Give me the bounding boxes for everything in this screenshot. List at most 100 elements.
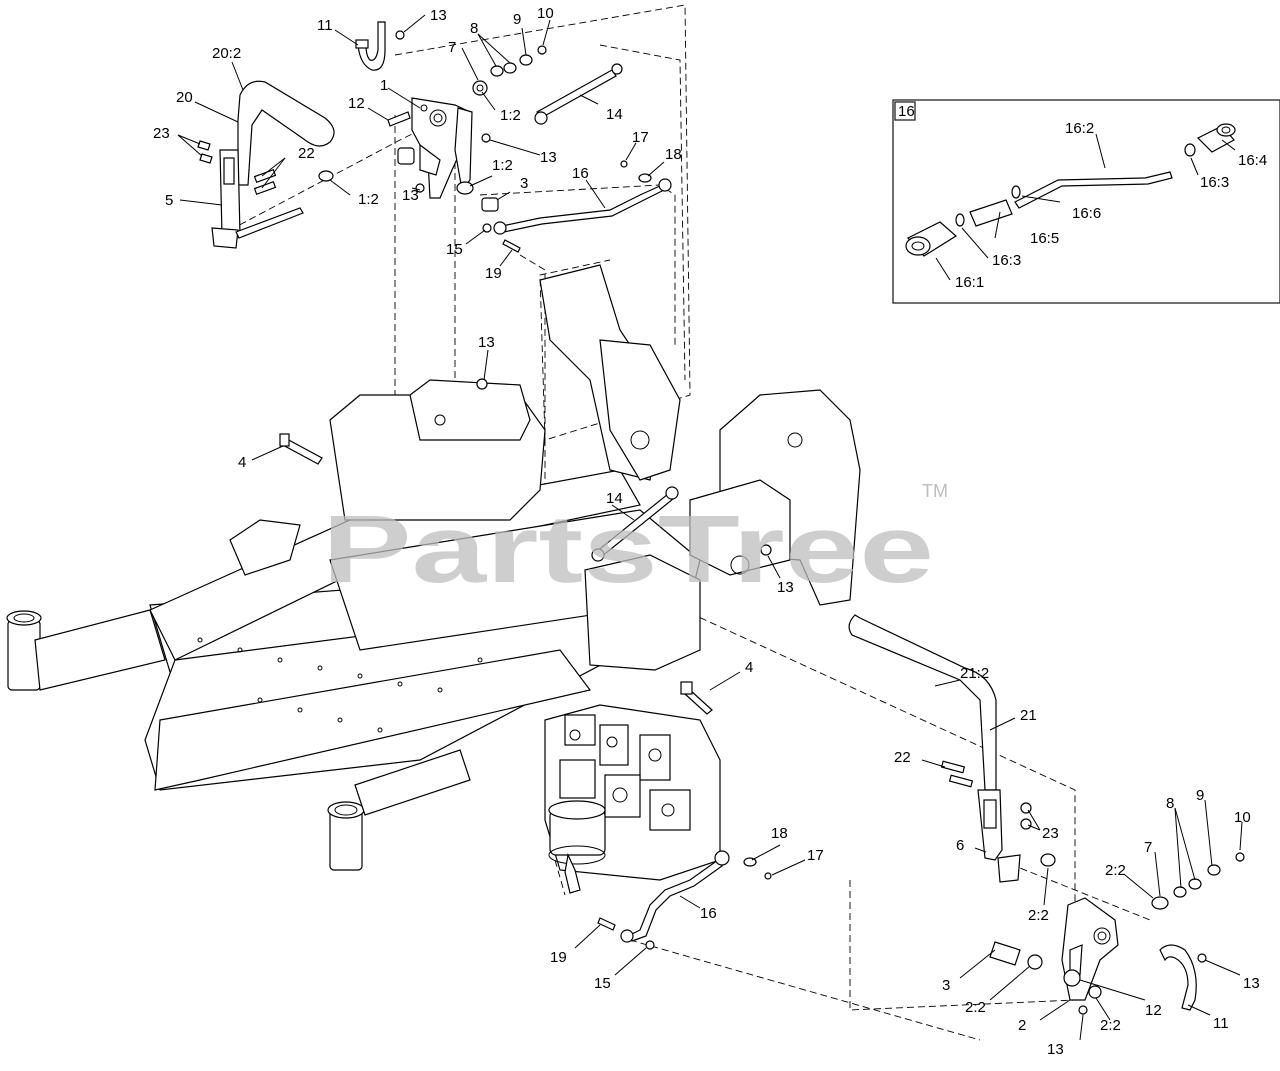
nut-10-left: [537, 45, 547, 55]
callout-18-right: 18: [771, 825, 788, 842]
inset-rod-assembly: 16 16:2 16:4 16:3 16:6 16:5: [892, 99, 1280, 304]
callout-12-left: 12: [348, 95, 365, 112]
nut-17-left: [620, 160, 628, 168]
callout-5: 5: [165, 192, 173, 209]
inset-number-box: [894, 101, 916, 121]
bolt-12-right: [1063, 969, 1081, 987]
inset-rod-end-bottom: [905, 221, 958, 257]
bolt-12-left: [387, 111, 411, 127]
nut-13-a: [395, 30, 405, 40]
callout-13-frame: 13: [478, 334, 495, 351]
callout-14-lower: 14: [606, 490, 623, 507]
callout-10-right: 10: [1234, 809, 1251, 826]
spacer-7-right: [1151, 896, 1169, 910]
callout-3-left: 3: [520, 175, 528, 192]
inset-nut-top: [1184, 143, 1196, 157]
inset-label-16-3-top: 16:3: [1200, 174, 1229, 191]
nut-17-right: [764, 872, 772, 880]
callout-13-lower: 13: [402, 187, 419, 204]
callout-10-left: 10: [537, 5, 554, 22]
callout-16-lower: 16: [700, 905, 717, 922]
callout-7-left: 7: [448, 39, 456, 56]
bushing-2-2-a: [1040, 853, 1056, 867]
inset-number: 16: [898, 103, 915, 120]
washer-9-right: [1207, 864, 1221, 876]
callout-1-2-c: 1:2: [358, 191, 379, 208]
callout-18-left: 18: [665, 146, 682, 163]
callout-13-center: 13: [777, 579, 794, 596]
callout-4-lower: 4: [745, 659, 753, 676]
nut-13-b: [481, 133, 491, 143]
callout-11-right: 11: [1213, 1015, 1229, 1032]
left-control-assembly: [197, 21, 672, 390]
callout-1-2-b: 1:2: [492, 157, 513, 174]
bushing-1-2-a: [397, 147, 415, 165]
spacer-7-left: [472, 80, 488, 96]
bushing-2-2-c: [1088, 985, 1102, 999]
bolt-4-upper: [279, 433, 323, 465]
callout-22-left: 22: [298, 145, 315, 162]
nut-10-right: [1235, 852, 1245, 862]
callout-22-right: 22: [894, 749, 911, 766]
callout-17-right: 17: [807, 847, 824, 864]
callout-20: 20: [176, 89, 193, 106]
callout-23-right: 23: [1042, 825, 1059, 842]
cable-clamp-11-right: [1159, 944, 1197, 1011]
right-control-assembly: [848, 614, 1245, 1015]
watermark-brand: PartsTree: [322, 496, 934, 603]
callout-9-right: 9: [1196, 787, 1204, 804]
callout-13-bracket: 13: [540, 149, 557, 166]
pin-19-right: [597, 917, 616, 931]
leader-lines: [177, 14, 1243, 1041]
right-caster-tube: [327, 801, 365, 871]
nut-13-g: [1078, 1005, 1088, 1015]
control-lever-21: [848, 614, 997, 791]
callout-1: 1: [380, 77, 388, 94]
washer-8-right-b: [1188, 878, 1202, 890]
callout-13-bottom: 13: [1047, 1041, 1064, 1058]
callout-23-left: 23: [153, 125, 170, 142]
inset-label-16-4: 16:4: [1238, 152, 1267, 169]
callout-8-right: 8: [1166, 795, 1174, 812]
callout-11-left: 11: [317, 17, 333, 34]
lever-arm-6: [977, 789, 1021, 883]
inset-label-16-5: 16:5: [1030, 230, 1059, 247]
washer-1-2-a: [318, 170, 334, 182]
callout-21: 21: [1020, 707, 1037, 724]
callout-2-2-c: 2:2: [965, 999, 986, 1016]
nut-13-f: [1197, 953, 1207, 963]
oil-filter: [548, 800, 606, 865]
washer-8-left-a: [490, 65, 504, 77]
callout-1-2-a: 1:2: [500, 107, 521, 124]
callout-3-right: 3: [942, 977, 950, 994]
bolts-23-left: [197, 140, 213, 164]
callout-20-2: 20:2: [212, 45, 241, 62]
callout-16-upper: 16: [572, 165, 589, 182]
pivot-bolt-3-right: [989, 941, 1043, 970]
callout-9-left: 9: [513, 11, 521, 28]
lever-arm-5: [211, 149, 304, 249]
pin-19-left: [502, 239, 521, 253]
mower-frame: [6, 264, 861, 871]
callout-19-right: 19: [550, 949, 567, 966]
inset-label-16-6: 16:6: [1072, 205, 1101, 222]
callout-19-left: 19: [485, 265, 502, 282]
callout-2: 2: [1018, 1017, 1026, 1034]
bushing-2-2-b: [1027, 954, 1043, 970]
control-rod-16-lower: [597, 850, 772, 950]
inset-label-16-3-bottom: 16:3: [992, 252, 1021, 269]
nut-13-d: [476, 378, 488, 390]
callout-13-top: 13: [430, 7, 447, 24]
inset-jam-nut: [1011, 185, 1021, 199]
watermark: PartsTree TM: [322, 481, 948, 603]
callout-15-left: 15: [446, 241, 463, 258]
hydrostatic-pump: [544, 704, 721, 894]
callout-2-2-d: 2:2: [1100, 1017, 1121, 1034]
callout-6: 6: [956, 837, 964, 854]
inset-rod: [1014, 171, 1173, 209]
inset-sleeve: [969, 199, 1013, 227]
control-rod-16-upper: [493, 178, 672, 235]
cable-clamp-11-left: [355, 21, 386, 71]
